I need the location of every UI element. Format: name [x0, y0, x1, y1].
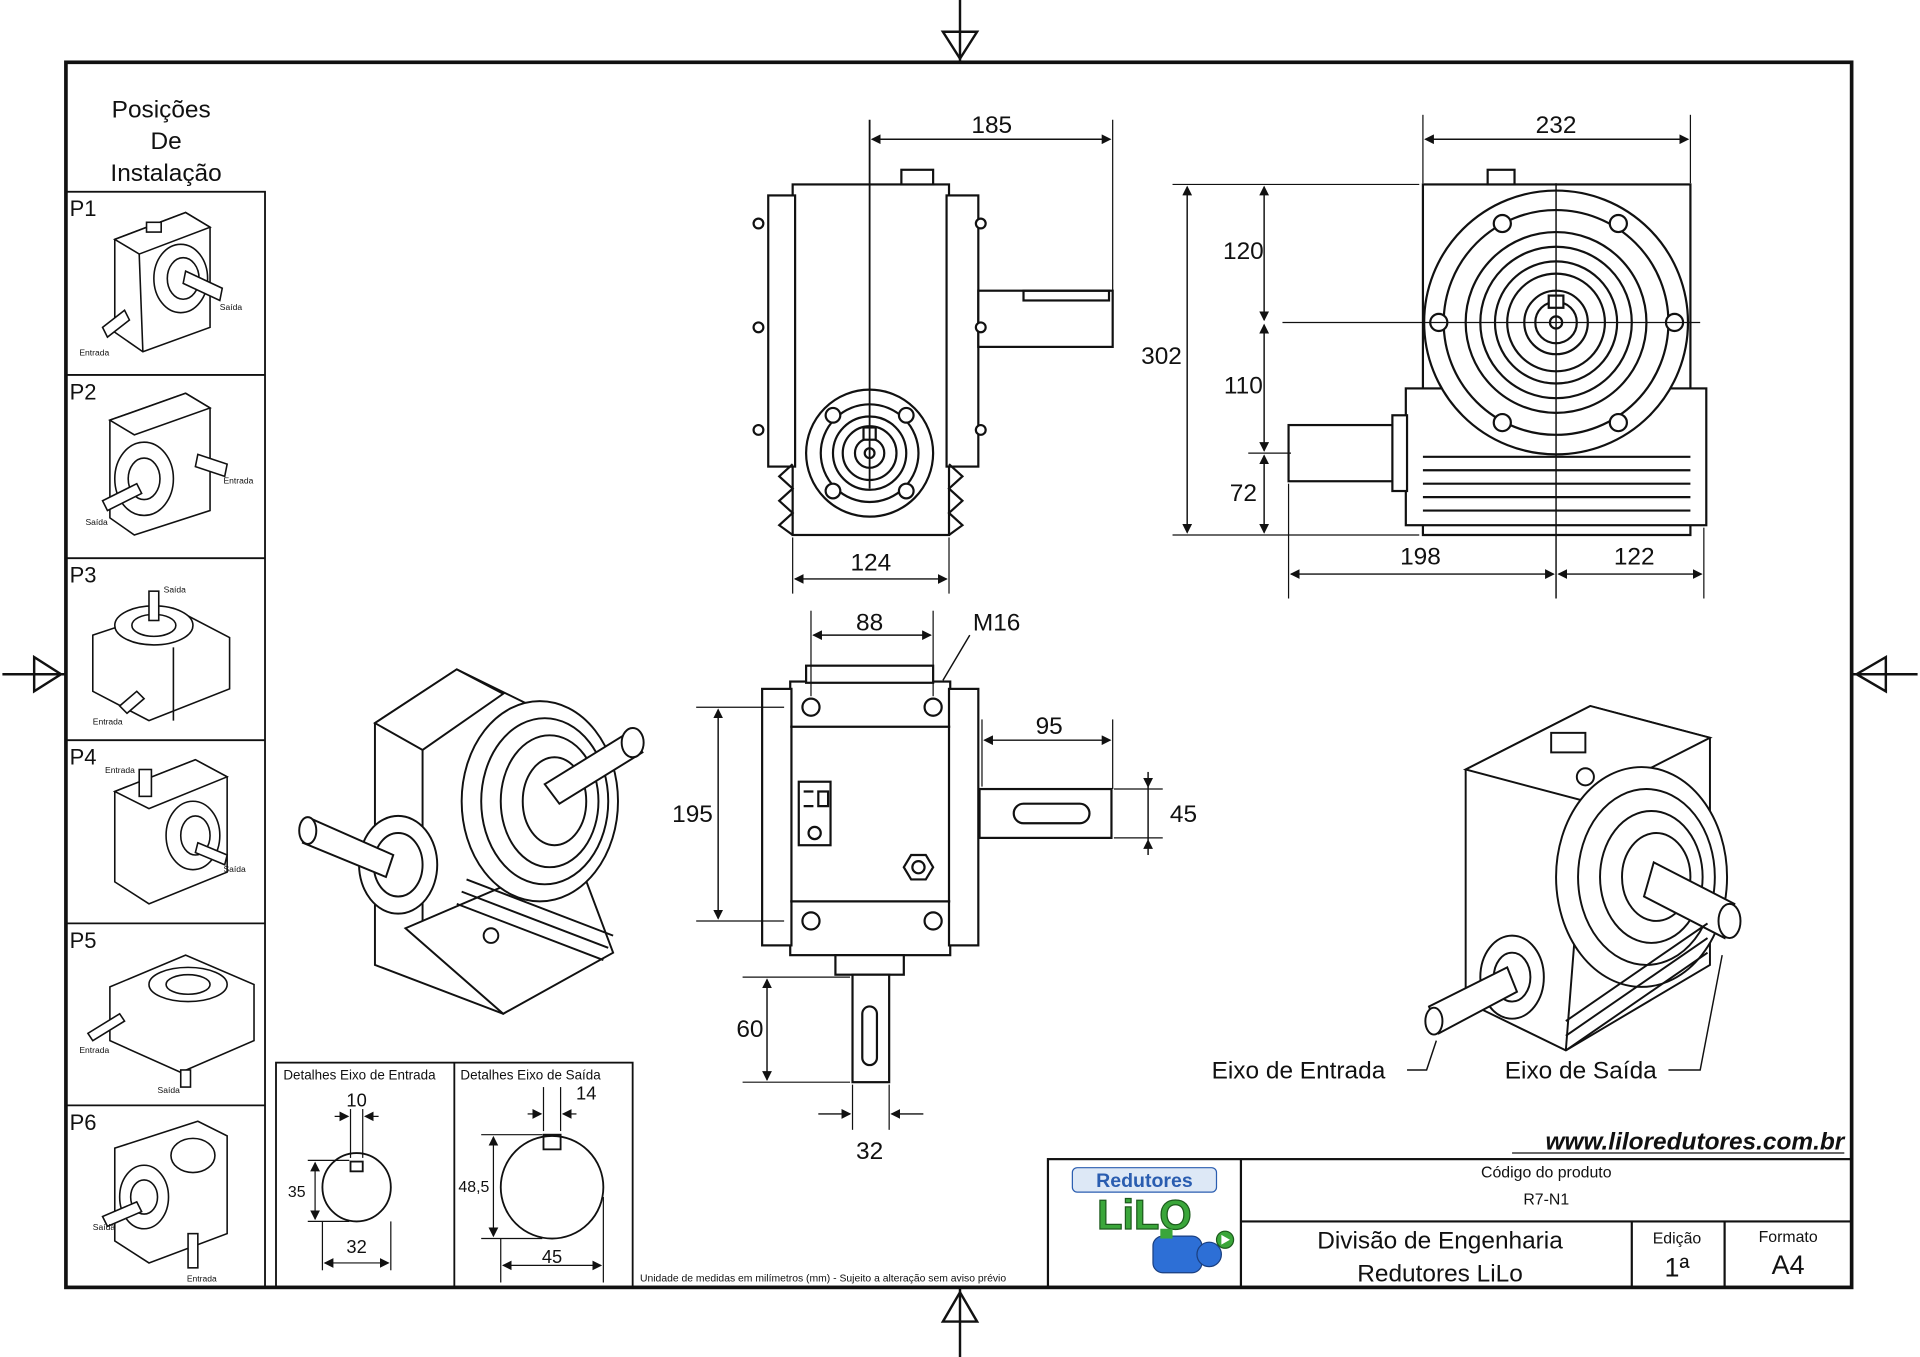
division-line-1: Divisão de Engenharia [1317, 1227, 1563, 1254]
division-line-2: Redutores LiLo [1357, 1260, 1523, 1287]
iso-label-output-shaft: Eixo de Saída [1505, 1058, 1657, 1085]
shaft-output-key-width: 14 [576, 1082, 596, 1103]
p5-callout-output: Saída [158, 1085, 181, 1095]
dim-front-total-height: 302 [1141, 343, 1182, 370]
p3-callout-input: Entrada [93, 716, 123, 726]
gearbox-p5-icon [86, 954, 255, 1088]
panel-title-line1: Posições [112, 96, 211, 123]
gearbox-p6-icon [101, 1120, 228, 1269]
shaft-output-height: 48,5 [458, 1179, 489, 1196]
shaft-input-height: 35 [288, 1184, 306, 1201]
installation-positions-panel: Posições De Instalação P1 P2 P3 P4 P5 P6 [65, 96, 266, 1289]
p1-callout-input: Entrada [79, 347, 109, 357]
position-label-p4: P4 [70, 745, 97, 770]
top-view [696, 610, 1163, 1130]
company-logo: Redutores LiLO [1071, 1167, 1235, 1274]
title-block [1046, 1158, 1853, 1289]
edition-value: 1ª [1665, 1252, 1691, 1282]
panel-title-line2: De [150, 128, 181, 155]
position-label-p2: P2 [70, 379, 97, 404]
dim-front-top-width: 232 [1536, 112, 1577, 139]
front-view [1172, 114, 1708, 599]
dim-side-top-width: 185 [971, 112, 1012, 139]
p5-callout-input: Entrada [79, 1045, 109, 1055]
shaft-input-diameter: 32 [346, 1236, 366, 1257]
dim-top-thread: M16 [973, 609, 1020, 636]
shaft-input-key-width: 10 [346, 1090, 366, 1111]
dim-top-input-length: 60 [736, 1016, 763, 1043]
format-value: A4 [1772, 1250, 1805, 1280]
p2-callout-input: Entrada [223, 476, 253, 486]
iso-label-input-shaft: Eixo de Entrada [1212, 1058, 1386, 1085]
dim-side-bottom-width: 124 [850, 549, 891, 576]
p3-callout-output: Saída [164, 584, 187, 594]
position-label-p6: P6 [70, 1110, 97, 1135]
p4-callout-input: Entrada [105, 765, 135, 775]
product-code-value: R7-N1 [1523, 1191, 1569, 1208]
gearbox-p1-icon [101, 211, 224, 353]
p4-callout-output: Saída [223, 864, 246, 874]
position-label-p1: P1 [70, 196, 97, 221]
side-view [752, 119, 1114, 594]
dim-front-right-span: 122 [1614, 543, 1655, 570]
p6-callout-output: Saída [93, 1222, 116, 1232]
p6-callout-input: Entrada [187, 1273, 217, 1283]
gearbox-p4-icon [112, 758, 230, 905]
product-code-label: Código do produto [1481, 1164, 1612, 1181]
dim-front-upper: 120 [1223, 238, 1264, 265]
website-url: www.liloredutores.com.br [1545, 1128, 1845, 1155]
shaft-input-title: Detalhes Eixo de Entrada [283, 1068, 436, 1083]
dim-front-middle: 110 [1224, 372, 1263, 399]
dim-front-lower: 72 [1230, 480, 1257, 507]
top-view-dimensions [713, 630, 1153, 1119]
dim-front-left-span: 198 [1400, 543, 1441, 570]
dim-top-input-diameter: 32 [856, 1138, 883, 1165]
logo-text-lilo: LiLO [1097, 1191, 1192, 1238]
panel-title-line3: Instalação [110, 160, 221, 187]
logo-text-redutores: Redutores [1096, 1170, 1193, 1192]
dim-top-bolt-spacing: 88 [856, 609, 883, 636]
units-note: Unidade de medidas em milímetros (mm) - … [640, 1273, 1006, 1284]
shaft-output-title: Detalhes Eixo de Saída [460, 1068, 601, 1083]
dim-top-height: 195 [672, 801, 713, 828]
p2-callout-output: Saída [85, 517, 108, 527]
shaft-output-diameter: 45 [542, 1246, 562, 1267]
position-label-p3: P3 [70, 563, 97, 588]
isometric-view-right [1424, 704, 1742, 1052]
shaft-details-box [275, 1061, 634, 1289]
gearbox-p3-icon [91, 590, 231, 722]
position-label-p5: P5 [70, 928, 97, 953]
edition-label: Edição [1653, 1230, 1702, 1247]
dim-top-shaft-diameter: 45 [1170, 801, 1197, 828]
format-label: Formato [1759, 1229, 1818, 1246]
gearbox-p2-icon [101, 392, 229, 536]
isometric-view-left [298, 668, 645, 1015]
dim-top-shaft-length: 95 [1036, 713, 1063, 740]
front-view-dimensions [1182, 134, 1703, 579]
side-view-dimensions [793, 134, 1112, 584]
p1-callout-output: Saída [220, 302, 243, 312]
iso-callout-lines [1407, 955, 1723, 1071]
motor-icon [1152, 1228, 1235, 1274]
shaft-details-dimensions [310, 1109, 603, 1271]
